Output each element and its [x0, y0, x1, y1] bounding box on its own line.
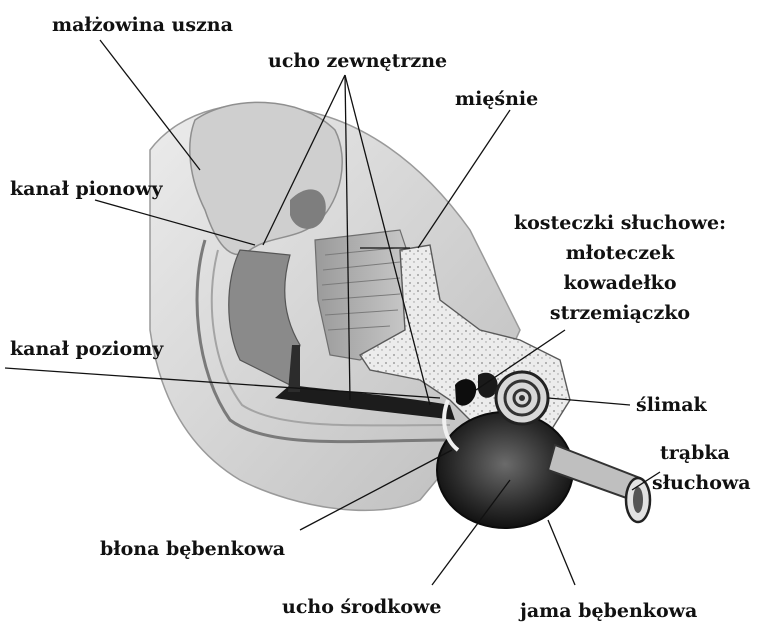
label-kanal-poziomy: kanał poziomy: [10, 340, 163, 359]
label-ucho-zewnetrzne: ucho zewnętrzne: [268, 52, 447, 71]
label-slimak: ślimak: [636, 396, 707, 415]
label-strzemiaczko: strzemiączko: [505, 304, 735, 323]
label-kanal-pionowy: kanał pionowy: [10, 180, 163, 199]
label-blona-bebenkowa: błona bębenkowa: [100, 540, 285, 559]
label-kosteczki-sluchowe: kosteczki słuchowe:: [505, 214, 735, 233]
label-jama-bebenkowa: jama bębenkowa: [520, 602, 697, 621]
cochlea-shape: [496, 372, 548, 424]
label-mloteczek: młoteczek: [505, 244, 735, 263]
label-trabka: trąbka: [660, 444, 730, 463]
label-malzowina-uszna: małżowina uszna: [52, 16, 233, 35]
label-kowadelko: kowadełko: [505, 274, 735, 293]
label-sluchowa: słuchowa: [652, 474, 751, 493]
label-ucho-srodkowe: ucho środkowe: [282, 598, 441, 617]
label-miesnie: mięśnie: [455, 90, 538, 109]
